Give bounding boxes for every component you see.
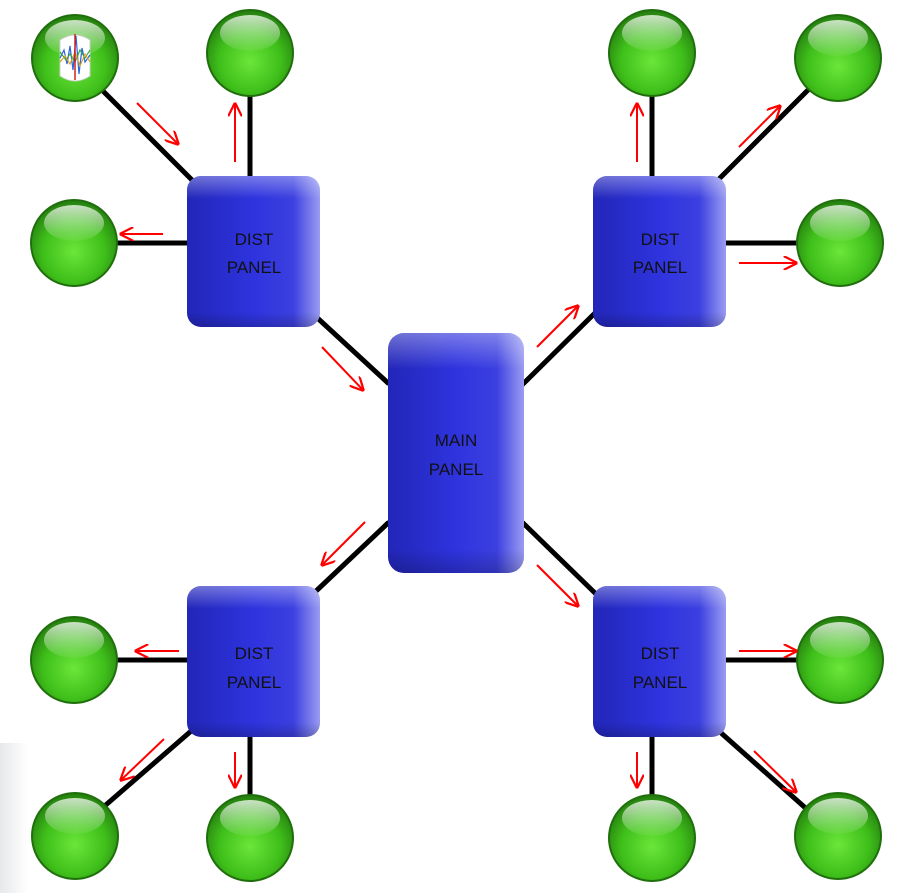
- flow-arrow-tl-to-main: [321, 346, 363, 390]
- connector-tl-load-1: [97, 85, 195, 183]
- panel-main-label-1: MAIN: [435, 431, 478, 450]
- panel-top-left-label-1: DIST: [235, 230, 274, 249]
- panel-bottom-right-label-2: PANEL: [633, 673, 688, 692]
- panel-top-right-label-1: DIST: [641, 230, 680, 249]
- flow-arrow-main-to-bl: [322, 521, 366, 565]
- background-shade: [0, 743, 28, 893]
- panel-main: MAIN PANEL: [388, 333, 524, 573]
- panel-main-label-2: PANEL: [429, 460, 484, 479]
- load-circle-tr-1: [608, 9, 696, 97]
- flow-arrow-tr-load-2: [738, 106, 780, 148]
- panel-top-right-label-2: PANEL: [633, 258, 688, 277]
- connector-main-top-right: [519, 309, 599, 388]
- panel-bottom-left: DIST PANEL: [187, 586, 320, 737]
- panel-top-left-label-2: PANEL: [227, 258, 282, 277]
- panel-top-right: DIST PANEL: [593, 176, 726, 327]
- flow-arrow-main-to-tr: [536, 306, 578, 348]
- load-circle-br-1: [796, 616, 884, 704]
- panel-bottom-left-label-1: DIST: [235, 644, 274, 663]
- load-circle-tr-3: [796, 199, 884, 287]
- flow-arrow-bl-load-2: [121, 738, 165, 780]
- flow-arrow-tl-load-1: [136, 102, 178, 144]
- panel-bottom-right-label-1: DIST: [641, 644, 680, 663]
- load-circle-br-3: [794, 792, 882, 880]
- panel-bottom-left-label-2: PANEL: [227, 673, 282, 692]
- panel-bottom-right: DIST PANEL: [593, 586, 726, 737]
- connector-tr-load-2: [715, 85, 813, 183]
- load-circle-tl-3: [30, 199, 118, 287]
- connector-main-bottom-right: [519, 519, 599, 597]
- load-circle-bl-1: [30, 616, 118, 704]
- connector-bl-load-2: [97, 729, 193, 813]
- panel-top-left: DIST PANEL: [187, 176, 320, 327]
- load-circle-tl-1: [31, 14, 119, 102]
- load-circles: [30, 9, 884, 882]
- connector-main-bottom-left: [311, 520, 391, 596]
- flow-arrows: [121, 102, 796, 792]
- connector-main-top-left: [309, 310, 391, 386]
- flow-arrow-main-to-br: [536, 564, 578, 606]
- waveform-icon: [59, 34, 91, 82]
- load-circle-tr-2: [794, 14, 882, 102]
- load-circle-bl-3: [206, 794, 294, 882]
- flow-arrow-br-load-3: [753, 750, 796, 792]
- load-circle-br-2: [608, 794, 696, 882]
- load-circle-bl-2: [31, 792, 119, 880]
- load-circle-tl-2: [206, 9, 294, 97]
- connector-br-load-3: [717, 729, 813, 815]
